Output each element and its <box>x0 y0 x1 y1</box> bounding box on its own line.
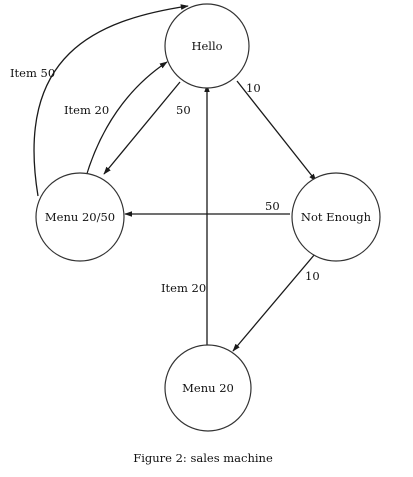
node-menu-20-50-circle <box>35 172 125 262</box>
node-hello-circle <box>164 3 250 89</box>
node-not-enough-circle <box>291 172 381 262</box>
edge-label-hello-to-not-enough-10: 10 <box>246 81 261 95</box>
figure-caption: Figure 2: sales machine <box>133 451 273 465</box>
edge-hello-to-menu-20-50 <box>103 81 181 175</box>
node-not-enough: Not Enough <box>291 172 381 262</box>
edge-menu-20-50-to-hello-item-20 <box>84 61 168 181</box>
edge-menu-20-50-to-hello-item-50 <box>33 4 189 197</box>
edge-hello-to-not-enough <box>236 80 317 182</box>
node-hello-label: Hello <box>191 39 222 53</box>
node-not-enough-label: Not Enough <box>301 210 372 224</box>
edge-label-hello-to-menu-50: 50 <box>176 103 191 117</box>
node-hello: Hello <box>164 3 250 89</box>
edge-label-item-50: Item 50 <box>10 66 55 80</box>
edge-label-item-20-lower: Item 20 <box>161 281 206 295</box>
node-menu-20-circle <box>164 344 252 432</box>
edge-label-item-20-upper: Item 20 <box>64 103 109 117</box>
node-menu-20: Menu 20 <box>164 344 252 432</box>
node-menu-20-label: Menu 20 <box>182 381 234 395</box>
node-menu-20-50-label: Menu 20/50 <box>45 210 115 224</box>
edge-not-enough-to-menu-20 <box>232 253 316 352</box>
edge-label-not-enough-to-menu-20-10: 10 <box>305 269 320 283</box>
edge-label-not-enough-to-menu-50: 50 <box>265 199 280 213</box>
node-menu-20-50: Menu 20/50 <box>35 172 125 262</box>
